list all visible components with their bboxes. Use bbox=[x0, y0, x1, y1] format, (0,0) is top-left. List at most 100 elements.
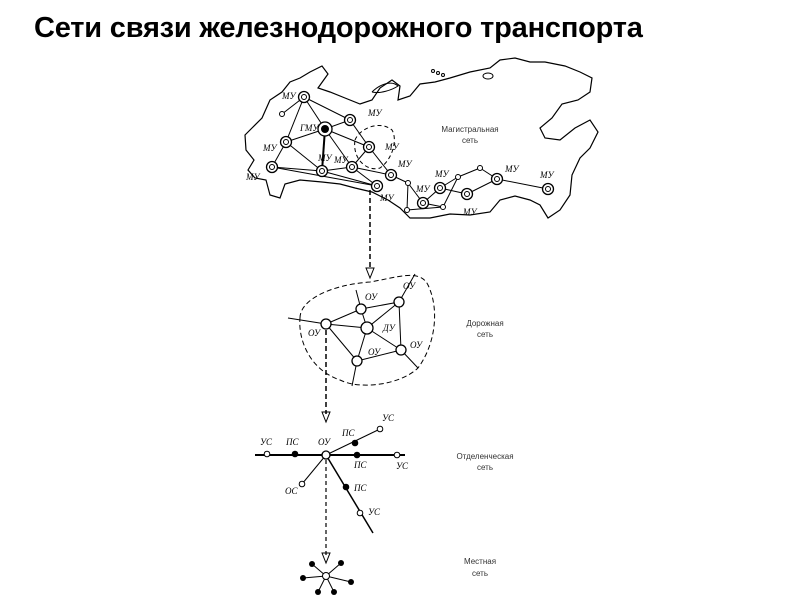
trunk-link bbox=[324, 128, 370, 148]
trunk-link bbox=[285, 96, 305, 143]
trunk-node-label: МУ bbox=[397, 159, 412, 169]
branch-line bbox=[301, 454, 327, 485]
level-label-division-suffix: сеть bbox=[477, 463, 493, 472]
main-hub-label: ГМУ bbox=[299, 123, 319, 133]
hub-station-node bbox=[356, 509, 364, 517]
map-inset-island bbox=[371, 82, 399, 93]
slide-title: Сети связи железнодорожного транспорта bbox=[34, 12, 643, 44]
trunk-node-label: МУ bbox=[281, 91, 296, 101]
trunk-node bbox=[343, 113, 357, 127]
trunk-node-label: МУ bbox=[539, 170, 554, 180]
division-node bbox=[393, 296, 405, 308]
road-hub-node bbox=[360, 321, 374, 335]
trunk-node-label: МУ bbox=[384, 142, 399, 152]
division-node-label: ОУ bbox=[403, 281, 416, 291]
russia-map-outline bbox=[244, 57, 599, 219]
trunk-node-label: МУ bbox=[415, 184, 430, 194]
trunk-node bbox=[541, 182, 555, 196]
hub-station-node bbox=[393, 451, 401, 459]
trunk-node-label: МУ bbox=[245, 172, 260, 182]
hub-station-label: УС bbox=[396, 461, 409, 471]
trunk-small-node bbox=[405, 180, 411, 186]
trunk-node bbox=[384, 168, 398, 182]
trunk-link bbox=[303, 96, 351, 121]
trunk-node bbox=[490, 172, 504, 186]
division-center-node bbox=[321, 450, 331, 460]
division-center-label: ОУ bbox=[318, 437, 331, 447]
main-hub-node bbox=[317, 121, 333, 137]
road-region-boundary-map bbox=[354, 125, 395, 170]
level-label-trunk: Магистральная bbox=[441, 125, 498, 134]
division-node bbox=[320, 318, 332, 330]
trunk-link bbox=[285, 141, 323, 172]
road-external-link bbox=[287, 317, 327, 325]
road-link bbox=[325, 323, 358, 362]
trunk-node-label: МУ bbox=[462, 207, 477, 217]
trunk-node bbox=[297, 90, 311, 104]
trunk-node bbox=[315, 164, 329, 178]
trunk-small-node bbox=[477, 165, 483, 171]
trunk-node-label: МУ bbox=[262, 143, 277, 153]
local-terminal-node bbox=[338, 560, 344, 566]
trunk-link bbox=[351, 166, 392, 176]
road-link bbox=[366, 327, 402, 351]
road-hub-label: ДУ bbox=[382, 323, 396, 333]
road-network-edges bbox=[287, 273, 419, 387]
trunk-node bbox=[265, 160, 279, 174]
trunk-node-label: МУ bbox=[379, 193, 394, 203]
trunk-node bbox=[362, 140, 376, 154]
trunk-node bbox=[279, 135, 293, 149]
road-link bbox=[356, 349, 402, 362]
arrow-head-icon bbox=[321, 552, 331, 565]
division-node-label: ОУ bbox=[308, 328, 321, 338]
intermediate-station-label: ПС bbox=[353, 483, 367, 493]
division-node-label: ОУ bbox=[365, 292, 378, 302]
terminal-station-label: ОС bbox=[285, 486, 298, 496]
intermediate-station-label: ПС bbox=[353, 460, 367, 470]
local-link bbox=[325, 575, 352, 583]
level-label-local: Местная bbox=[464, 557, 496, 566]
hub-station-node bbox=[376, 425, 384, 433]
local-terminal-node bbox=[348, 579, 354, 585]
trunk-link bbox=[496, 178, 549, 190]
trunk-node bbox=[370, 179, 384, 193]
trunk-link bbox=[324, 128, 353, 168]
trunk-node bbox=[433, 181, 447, 195]
intermediate-station-node bbox=[342, 483, 350, 491]
trunk-network-edges bbox=[271, 96, 549, 211]
road-link bbox=[325, 308, 362, 325]
trunk-node bbox=[345, 160, 359, 174]
branch-line bbox=[325, 454, 374, 534]
terminal-station-node bbox=[298, 480, 306, 488]
intermediate-station-node bbox=[353, 451, 361, 459]
local-network bbox=[300, 560, 354, 595]
level-label-division: Отделенческая bbox=[456, 452, 513, 461]
trunk-node-label: МУ bbox=[504, 164, 519, 174]
trunk-link bbox=[406, 182, 409, 211]
trunk-node-label: МУ bbox=[333, 155, 348, 165]
trunk-node-label: МУ bbox=[367, 108, 382, 118]
local-terminal-node bbox=[309, 561, 315, 567]
local-center-node bbox=[322, 572, 330, 580]
trunk-node bbox=[416, 196, 430, 210]
level-label-road-suffix: сеть bbox=[477, 330, 493, 339]
trunk-node-label: МУ bbox=[434, 169, 449, 179]
trunk-small-node bbox=[455, 174, 461, 180]
road-link bbox=[366, 301, 400, 329]
division-node bbox=[355, 303, 367, 315]
division-node bbox=[351, 355, 363, 367]
local-terminal-node bbox=[300, 575, 306, 581]
intermediate-station-label: ПС bbox=[285, 437, 299, 447]
road-region-boundary bbox=[299, 274, 436, 386]
division-node bbox=[395, 344, 407, 356]
intermediate-station-label: ПС bbox=[341, 428, 355, 438]
level-label-local-suffix: сеть bbox=[472, 569, 488, 578]
trunk-small-node bbox=[440, 204, 446, 210]
road-link bbox=[325, 323, 368, 329]
road-link bbox=[360, 301, 400, 310]
trunk-link bbox=[321, 170, 378, 187]
